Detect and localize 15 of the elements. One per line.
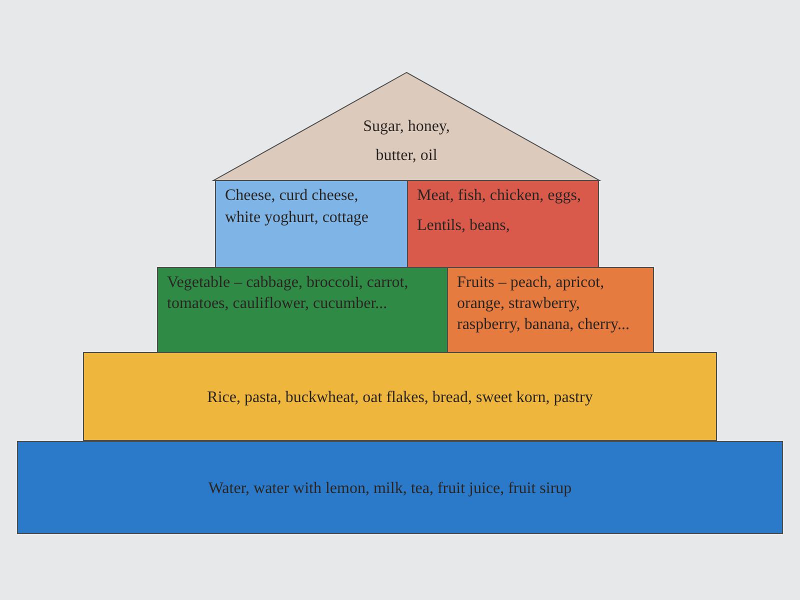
food-list: Meat, fish, chicken, eggs, — [417, 185, 581, 207]
tier-panel — [157, 267, 448, 353]
tier-band — [83, 352, 717, 441]
base-band — [17, 441, 783, 534]
food-list: Rice, pasta, buckwheat, oat flakes, bread, sweet korn, pastry — [207, 387, 593, 409]
food-list: Water, water with lemon, milk, tea, fruit juice, fruit sirup — [208, 478, 572, 500]
food-list: Sugar, honey, butter, oil — [352, 112, 462, 170]
wall-panel — [215, 180, 408, 268]
food-list: Fruits – peach, apricot, orange, strawberry, raspberry, banana, cherry... — [457, 272, 643, 335]
wall-panel — [407, 180, 599, 268]
tier-panel — [447, 267, 654, 353]
roof-triangle — [213, 72, 600, 181]
food-list: Lentils, beans, — [417, 215, 510, 237]
food-list: Vegetable – cabbage, broccoli, carrot, tomatoes, cauliflower, cucumber... — [167, 272, 442, 314]
food-list: Cheese, curd cheese, white yoghurt, cottage — [225, 185, 375, 229]
